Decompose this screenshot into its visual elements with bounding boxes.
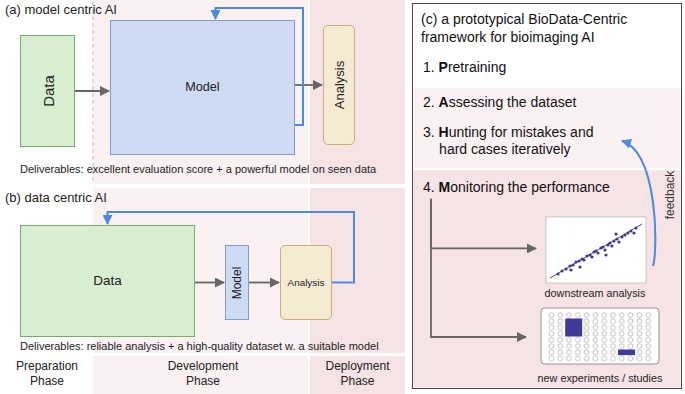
data-point (620, 235, 623, 238)
model-box: Model (225, 245, 249, 320)
phase-band (93, 0, 308, 184)
data-point (608, 241, 611, 244)
data-point (614, 232, 617, 235)
flow-arrow (431, 199, 536, 249)
data-point (610, 244, 613, 247)
step-item: 1. Pretraining (423, 59, 648, 76)
selected-wells (618, 350, 635, 356)
phase-divider (93, 2, 94, 182)
initial-letter: P (439, 59, 448, 75)
phase-band (93, 356, 308, 394)
plot-frame (546, 217, 646, 283)
flow-arrow (295, 84, 322, 86)
edge-label: feedback (664, 171, 676, 220)
data-point (568, 264, 571, 267)
phase-label: Deployment Phase (315, 359, 400, 389)
node-text: 4. Monitoring the performance (423, 179, 648, 196)
data-point (564, 267, 567, 270)
phase-band (310, 0, 405, 184)
data-box: Data (20, 225, 195, 337)
data-point (569, 268, 572, 271)
data-point (577, 259, 580, 262)
node-text: Model (231, 266, 243, 299)
model-box: Model (110, 20, 295, 155)
analysis-box: Analysis (280, 245, 332, 320)
step-item: 3. Hunting for mistakes and hard cases i… (423, 124, 618, 158)
data-point (560, 269, 563, 272)
phase-band (310, 356, 405, 394)
phase-band (414, 88, 681, 168)
data-point (629, 229, 632, 232)
fit-line (550, 224, 642, 278)
data-point (556, 272, 559, 275)
data-point (617, 240, 620, 243)
data-point (578, 265, 581, 268)
node-text: (c) a prototypical BioData-Centric frame… (421, 10, 673, 46)
plate-body (541, 308, 659, 364)
phase-label: Development Phase (158, 359, 248, 389)
node-text: downstream analysis (537, 287, 653, 300)
data-point (623, 233, 626, 236)
node-text: Data (21, 274, 194, 289)
phase-label: Preparation Phase (5, 359, 89, 389)
data-point (571, 263, 574, 266)
panel-label: (b) data centric AI (5, 190, 107, 206)
data-box: Data (20, 35, 75, 147)
initial-letter: A (439, 94, 449, 110)
well-grid (547, 312, 653, 362)
plate-figure: new experiments / studies (527, 305, 673, 385)
deliverables-note: Deliverables: reliable analysis + a high… (20, 340, 379, 353)
data-point (582, 258, 585, 261)
data-point (585, 254, 588, 257)
flow-arrow (195, 282, 224, 284)
data-point (574, 260, 577, 263)
feedback-arrow (622, 141, 655, 266)
node-text: new experiments / studies (527, 372, 673, 385)
node-text: Model (111, 81, 294, 95)
node-text: 1. Pretraining (423, 59, 648, 76)
data-point (603, 248, 606, 251)
node-text: Data (40, 75, 55, 107)
initial-letter: M (439, 179, 451, 195)
data-point (601, 245, 604, 248)
flow-arrow (75, 90, 109, 92)
scatter-plot (546, 217, 646, 283)
data-point (596, 251, 599, 254)
analysis-box: Analysis (323, 25, 355, 145)
node-text: Analysis (281, 277, 331, 288)
panel-label: (a) model centric AI (5, 2, 117, 18)
data-point (632, 231, 635, 234)
step-item: 2. Assessing the dataset (423, 94, 648, 111)
deliverables-note: Deliverables: excellent evaluation score… (20, 163, 376, 176)
data-point (626, 231, 629, 234)
framework-panel: (c) a prototypical BioData-Centric frame… (412, 3, 682, 389)
step-item: 4. Monitoring the performance (423, 179, 648, 196)
selected-wells (565, 319, 582, 337)
data-point (612, 239, 615, 242)
phase-band (414, 170, 681, 388)
node-text: Analysis (333, 61, 346, 109)
node-text: 3. Hunting for mistakes and hard cases i… (423, 124, 618, 158)
flow-arrow (431, 199, 526, 337)
data-point (590, 255, 593, 258)
flow-arrow (249, 282, 279, 284)
data-point (604, 253, 607, 256)
data-point (634, 226, 637, 229)
well-plate (541, 308, 659, 364)
data-point (615, 237, 618, 240)
plot-figure: downstream analysis (537, 214, 653, 300)
node-text: 2. Assessing the dataset (423, 94, 648, 111)
initial-letter: H (439, 124, 449, 140)
